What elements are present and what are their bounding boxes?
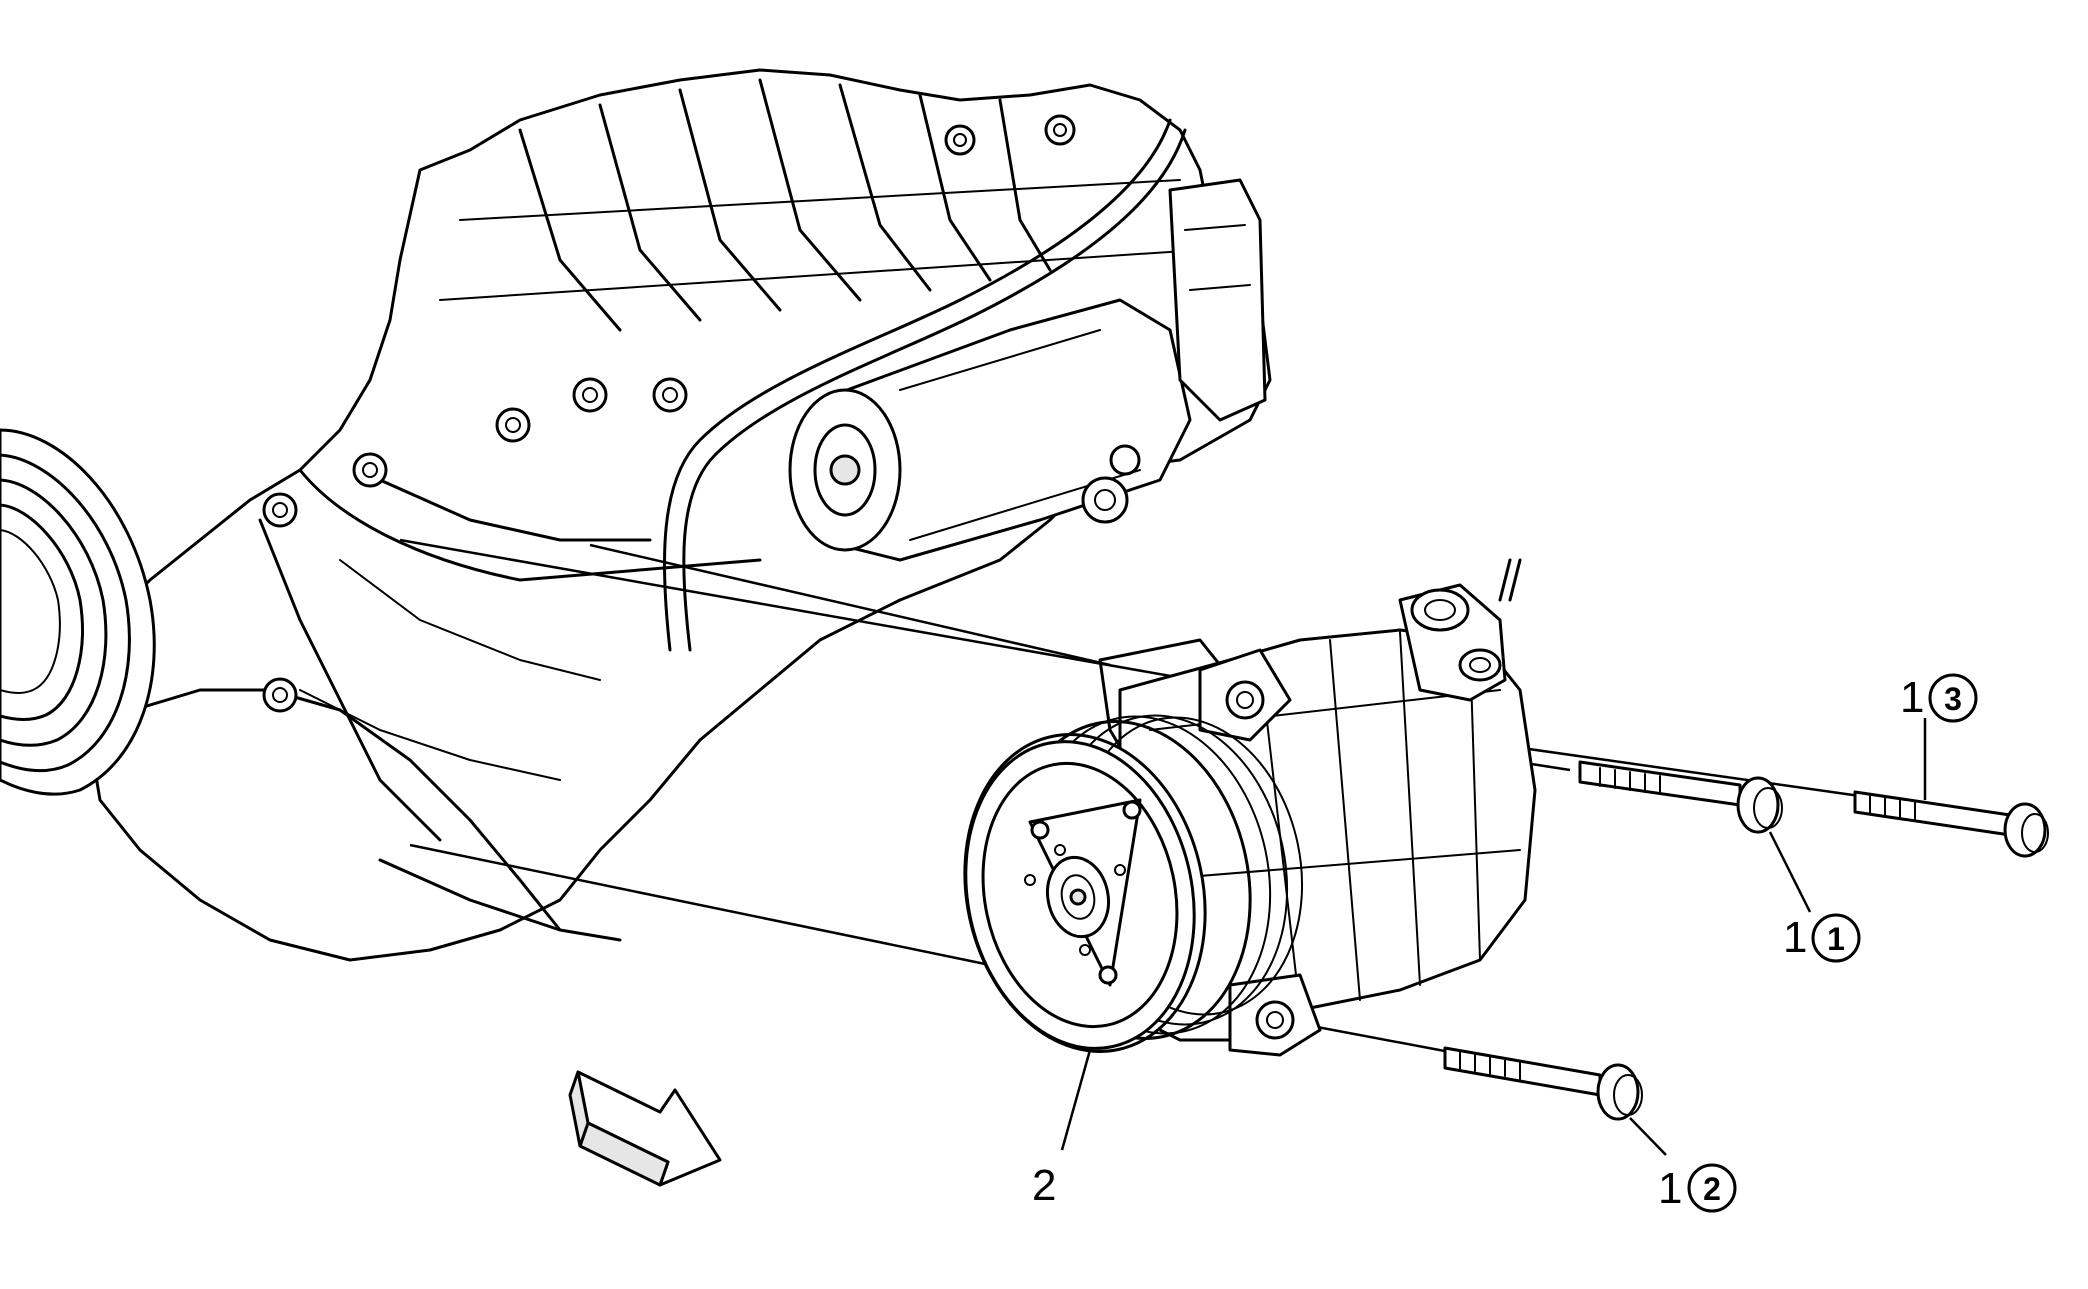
manifold-bolts — [495, 114, 1076, 443]
compressor-label: 2 — [1032, 1161, 1056, 1210]
callout-bolt-step-3: 1 3 — [1900, 673, 1978, 723]
callout-number: 1 — [1783, 913, 1807, 962]
step-circle — [1811, 913, 1861, 963]
callout-number: 1 — [1658, 1164, 1682, 1213]
leader-lines — [1060, 718, 1927, 1156]
bolt-step-2 — [1443, 1046, 1643, 1121]
starter-motor — [788, 298, 1192, 562]
leader-compressor — [1060, 1049, 1092, 1151]
axis-line-lower — [409, 843, 991, 967]
step-number: 1 — [1827, 921, 1845, 957]
ac-compressor — [963, 558, 1537, 1057]
leader-bolt-1 — [1768, 831, 1812, 913]
callout-bolt-step-1: 1 1 — [1783, 913, 1861, 963]
callout-bolt-step-2: 1 2 — [1658, 1163, 1737, 1213]
axis-line-upper-mid — [589, 543, 1111, 667]
bolt-step-1 — [1578, 760, 1783, 834]
step-number: 2 — [1703, 1171, 1721, 1207]
compressor-clutch-pulley — [963, 714, 1304, 1053]
callout-compressor: 2 — [1032, 1161, 1056, 1210]
callout-number: 1 — [1900, 673, 1924, 722]
step-circle — [1687, 1163, 1737, 1213]
engine-block — [78, 68, 1272, 962]
step-number: 3 — [1944, 681, 1962, 717]
front-direction-arrow-icon — [568, 1070, 722, 1187]
step-circle — [1928, 673, 1978, 723]
crankshaft-pulley — [0, 428, 156, 796]
leader-bolt-2 — [1629, 1117, 1667, 1156]
block-bolts — [262, 452, 388, 713]
bolt-step-3 — [1853, 790, 2049, 858]
